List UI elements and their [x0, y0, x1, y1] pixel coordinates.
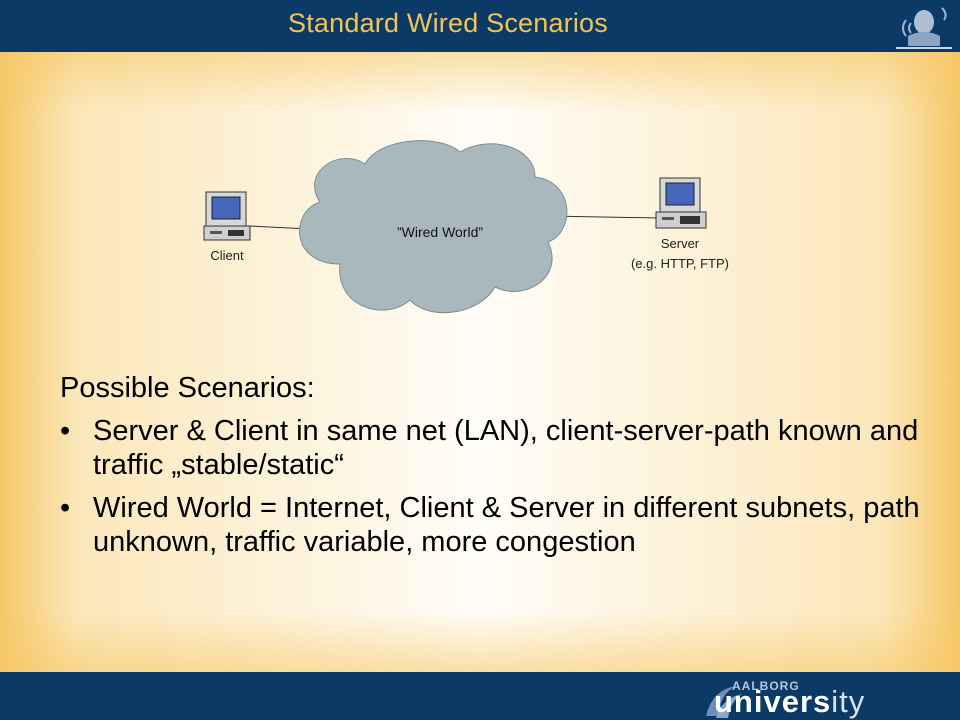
footer-bar — [0, 672, 960, 720]
server-sublabel: (e.g. HTTP, FTP) — [631, 256, 729, 271]
bullet-text: Wired World = Internet, Client & Server … — [93, 492, 920, 558]
bullet-list: • Server & Client in same net (LAN), clie… — [60, 414, 920, 559]
network-diagram — [203, 140, 707, 314]
logo-small-text: AALBORG — [732, 679, 800, 693]
cloud-label: ”Wired World” — [396, 224, 484, 240]
section-heading: Possible Scenarios: — [60, 372, 315, 404]
slide-title: Standard Wired Scenarios — [288, 8, 608, 38]
university-logo: university — [714, 686, 865, 718]
logo-light-text: ity — [831, 684, 866, 719]
list-item: • Wired World = Internet, Client & Server… — [60, 491, 920, 559]
bullet-text: Server & Client in same net (LAN), clien… — [93, 415, 919, 481]
logo-bold-text: univers — [714, 684, 832, 719]
header-bar: Standard Wired Scenarios — [0, 0, 960, 52]
cloud-shape — [299, 140, 568, 314]
university-swoosh-icon — [706, 686, 742, 718]
bullet-icon: • — [60, 415, 71, 447]
client-label: Client — [210, 248, 244, 263]
server-computer-icon — [655, 177, 707, 229]
scenario-text: Possible Scenarios: • Server & Client in … — [60, 370, 920, 568]
client-computer-icon — [203, 191, 251, 241]
list-item: • Server & Client in same net (LAN), clie… — [60, 414, 920, 482]
server-label: Server — [660, 236, 700, 251]
antenna-logo-icon — [896, 7, 952, 49]
bullet-icon: • — [60, 492, 71, 524]
